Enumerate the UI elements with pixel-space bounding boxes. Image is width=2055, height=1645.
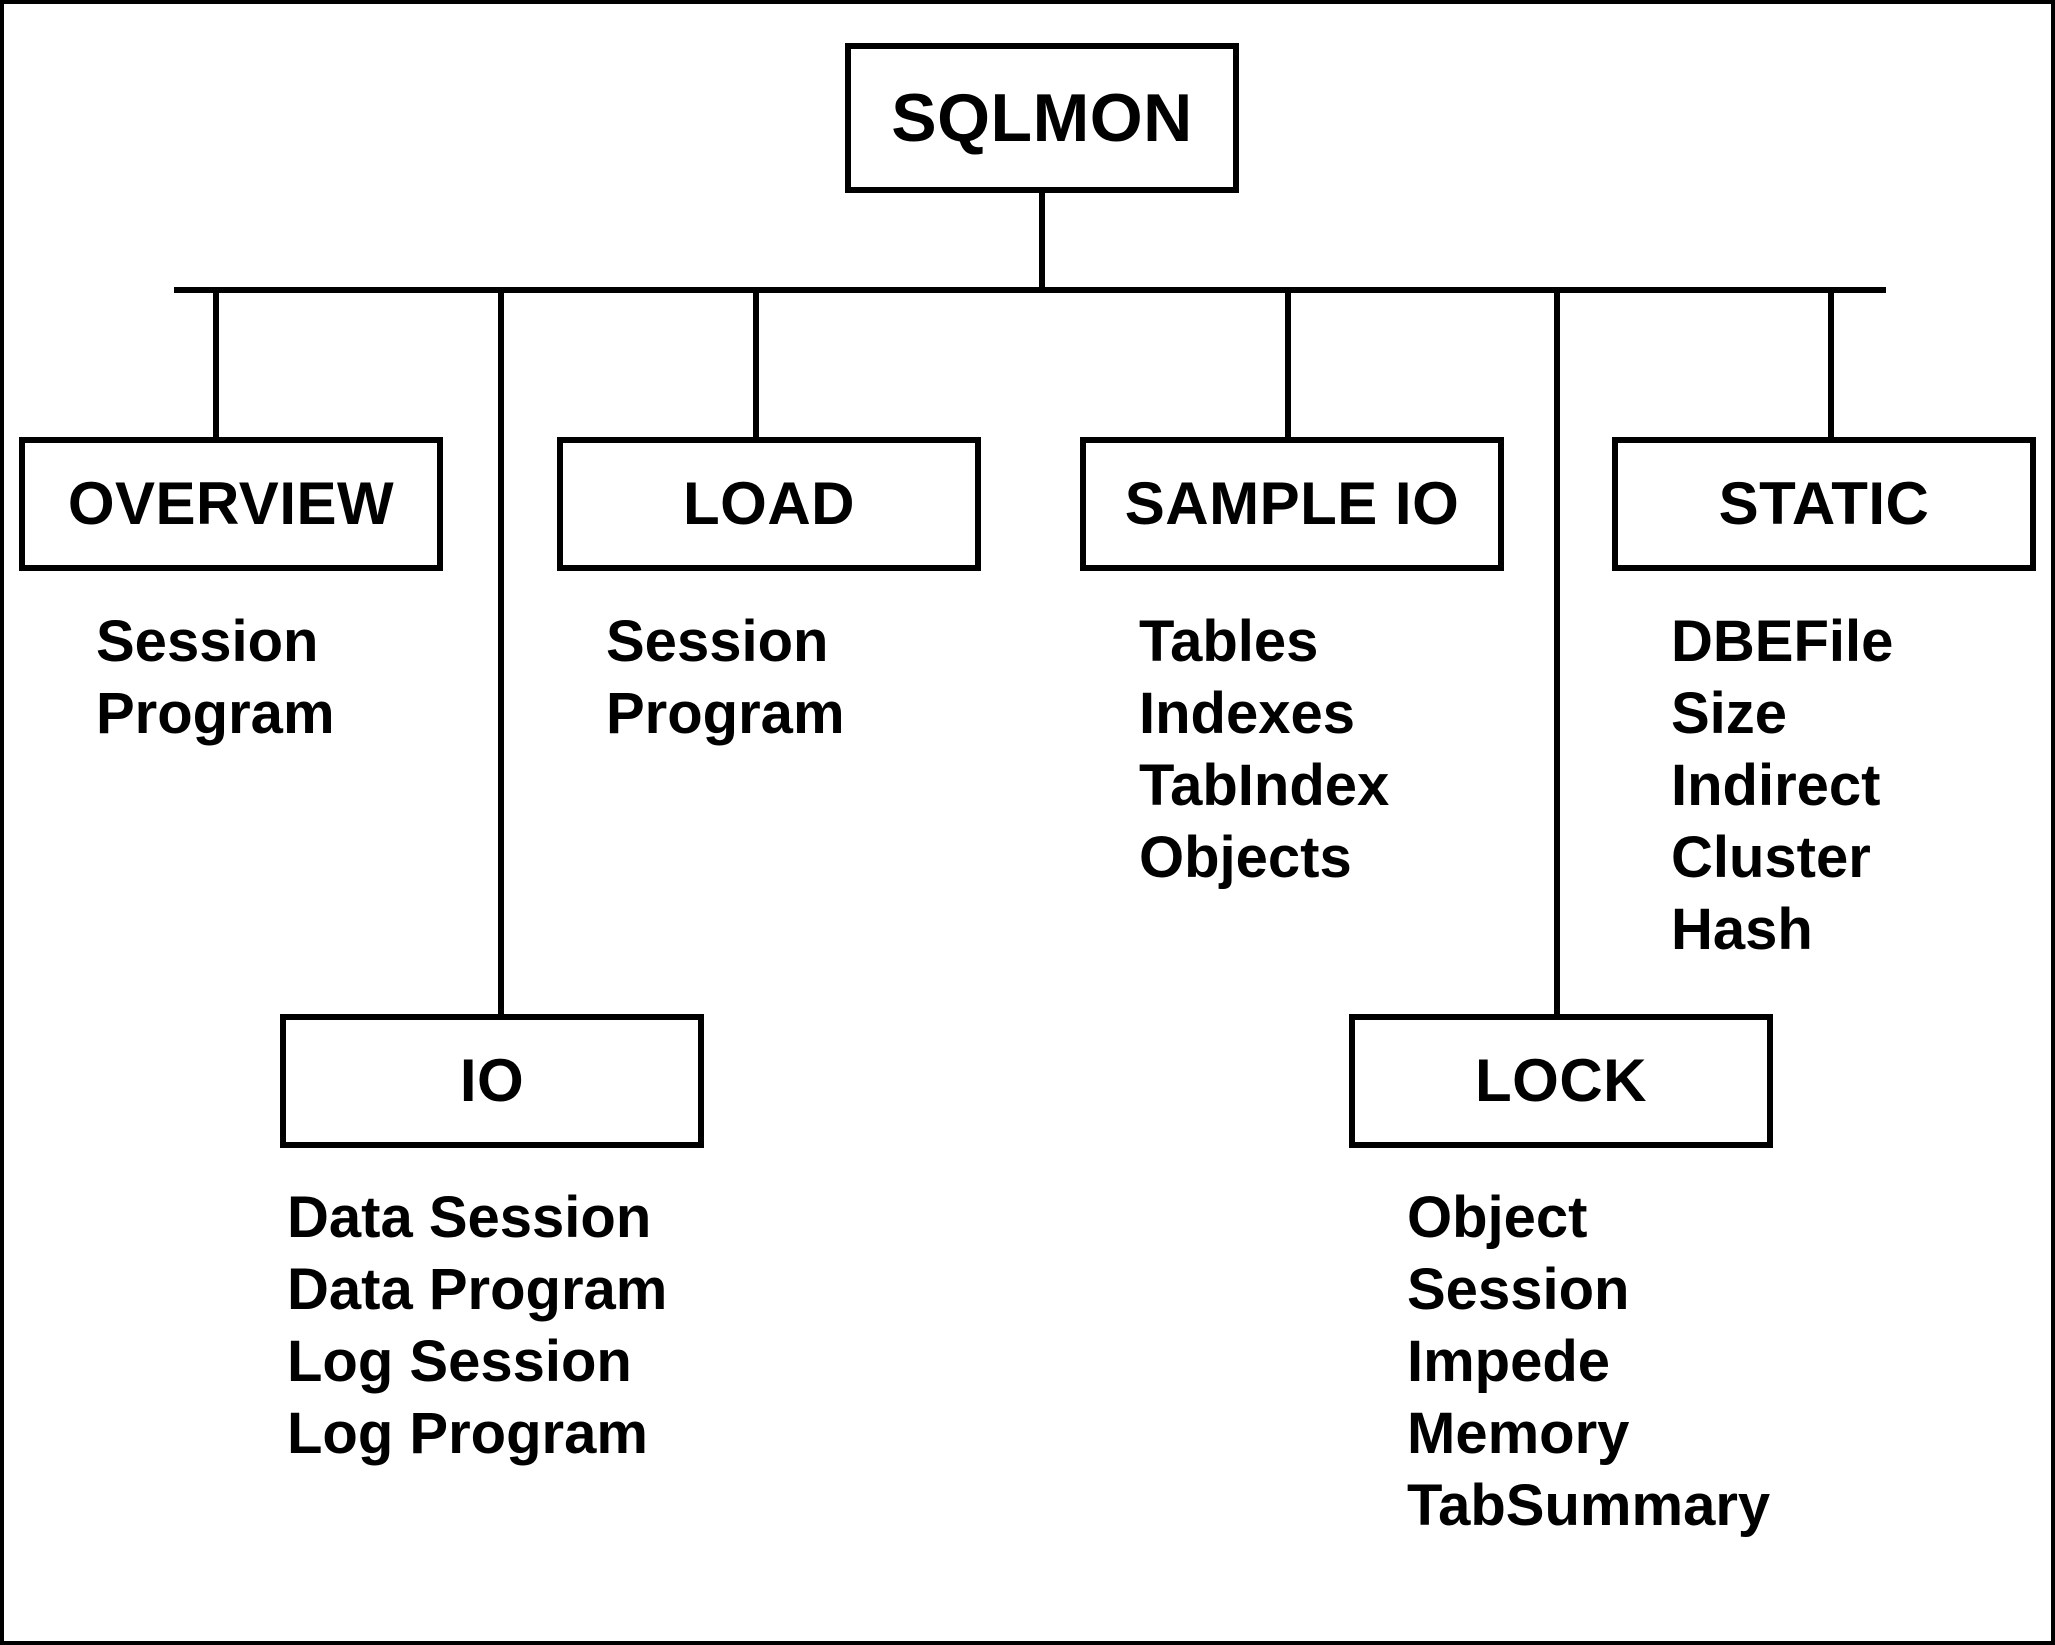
node-static: STATIC: [1612, 437, 2036, 571]
leaf-item: Program: [96, 681, 335, 746]
leaf-item: Log Session: [287, 1329, 632, 1394]
leaf-item: Objects: [1139, 825, 1352, 890]
connector-drop-io: [498, 287, 504, 1019]
node-io: IO: [280, 1014, 704, 1148]
leaf-item: Session: [1407, 1257, 1630, 1322]
connector-drop-static: [1828, 287, 1834, 442]
leaf-item: Cluster: [1671, 825, 1871, 890]
leaf-item: Size: [1671, 681, 1788, 746]
node-static-label: STATIC: [1718, 470, 1930, 537]
leaf-item: Log Program: [287, 1401, 648, 1466]
leaf-item: Session: [606, 609, 829, 674]
node-io-label: IO: [459, 1047, 525, 1114]
leaf-item: Memory: [1407, 1401, 1630, 1466]
leaf-item: TabIndex: [1139, 753, 1390, 818]
leaf-item: Program: [606, 681, 845, 746]
leaf-item: Data Program: [287, 1257, 668, 1322]
leaf-item: Indirect: [1671, 753, 1881, 818]
leaf-item: DBEFile: [1671, 609, 1894, 674]
leaf-item: Object: [1407, 1185, 1588, 1250]
connector-drop-lock: [1554, 287, 1560, 1019]
node-load-label: LOAD: [683, 470, 855, 537]
connector-drop-load: [753, 287, 759, 442]
connector-horizontal-bus: [174, 287, 1886, 293]
node-sqlmon-label: SQLMON: [891, 80, 1193, 156]
leaf-item: TabSummary: [1407, 1473, 1771, 1538]
leaf-item: Tables: [1139, 609, 1319, 674]
node-overview: OVERVIEW: [19, 437, 443, 571]
node-lock: LOCK: [1349, 1014, 1773, 1148]
node-sample-io: SAMPLE IO: [1080, 437, 1504, 571]
node-load: LOAD: [557, 437, 981, 571]
connector-drop-sample-io: [1285, 287, 1291, 442]
node-sample-io-label: SAMPLE IO: [1124, 470, 1460, 537]
leaf-item: Hash: [1671, 897, 1813, 962]
node-sqlmon: SQLMON: [845, 43, 1239, 193]
leaf-item: Impede: [1407, 1329, 1611, 1394]
leaf-item: Data Session: [287, 1185, 652, 1250]
leaf-item: Indexes: [1139, 681, 1355, 746]
leaf-item: Session: [96, 609, 319, 674]
node-lock-label: LOCK: [1475, 1047, 1647, 1114]
connector-drop-overview: [213, 287, 219, 442]
node-overview-label: OVERVIEW: [67, 470, 395, 537]
connector-root-stem: [1039, 190, 1045, 292]
